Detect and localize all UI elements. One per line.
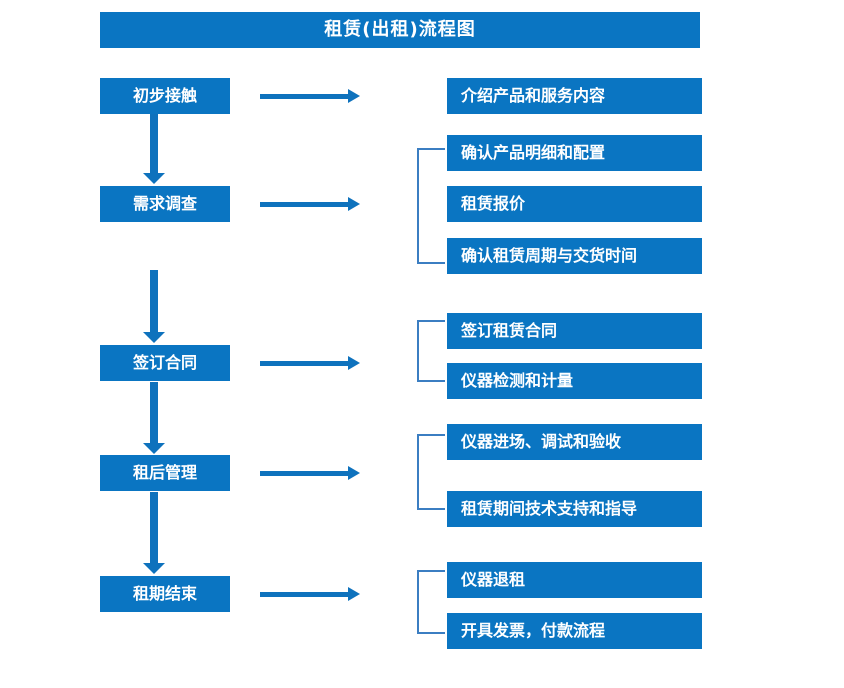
vertical-flow-arrow bbox=[143, 382, 165, 454]
detail-box[interactable]: 仪器检测和计量 bbox=[447, 363, 702, 399]
stage-box[interactable]: 初步接触 bbox=[100, 78, 230, 114]
detail-box[interactable]: 租赁期间技术支持和指导 bbox=[447, 491, 702, 527]
stage-box-label: 需求调查 bbox=[132, 194, 197, 213]
detail-box-label: 租赁报价 bbox=[461, 194, 526, 213]
detail-box-label: 仪器检测和计量 bbox=[461, 371, 574, 390]
stage-box[interactable]: 签订合同 bbox=[100, 345, 230, 381]
arrow-shaft bbox=[260, 361, 348, 366]
horizontal-flow-arrow bbox=[260, 89, 360, 103]
detail-box-label: 仪器进场、调试和验收 bbox=[461, 432, 622, 451]
arrow-shaft bbox=[150, 270, 158, 332]
detail-box-label: 介绍产品和服务内容 bbox=[461, 86, 606, 105]
vertical-flow-arrow bbox=[143, 114, 165, 184]
horizontal-flow-arrow bbox=[260, 356, 360, 370]
detail-box-label: 确认租赁周期与交货时间 bbox=[461, 246, 638, 265]
arrow-head-icon bbox=[348, 466, 360, 480]
detail-box[interactable]: 租赁报价 bbox=[447, 186, 702, 222]
arrow-shaft bbox=[150, 382, 158, 443]
horizontal-flow-arrow bbox=[260, 466, 360, 480]
arrow-head-icon bbox=[348, 356, 360, 370]
page-title: 租赁(出租)流程图 bbox=[324, 19, 476, 40]
stage-box[interactable]: 租后管理 bbox=[100, 455, 230, 491]
stage-box-label: 签订合同 bbox=[132, 353, 197, 372]
arrow-head-icon bbox=[143, 332, 165, 343]
group-bracket bbox=[417, 320, 445, 382]
arrow-shaft bbox=[260, 94, 348, 99]
arrow-shaft bbox=[260, 471, 348, 476]
horizontal-flow-arrow bbox=[260, 587, 360, 601]
group-bracket bbox=[417, 148, 445, 264]
arrow-head-icon bbox=[143, 563, 165, 574]
arrow-head-icon bbox=[348, 587, 360, 601]
arrow-head-icon bbox=[143, 443, 165, 454]
stage-box[interactable]: 租期结束 bbox=[100, 576, 230, 612]
detail-box[interactable]: 开具发票，付款流程 bbox=[447, 613, 702, 649]
detail-box[interactable]: 仪器退租 bbox=[447, 562, 702, 598]
arrow-shaft bbox=[260, 202, 348, 207]
detail-box[interactable]: 确认租赁周期与交货时间 bbox=[447, 238, 702, 274]
detail-box[interactable]: 签订租赁合同 bbox=[447, 313, 702, 349]
arrow-shaft bbox=[150, 492, 158, 563]
group-bracket bbox=[417, 434, 445, 510]
arrow-head-icon bbox=[348, 89, 360, 103]
vertical-flow-arrow bbox=[143, 492, 165, 574]
detail-box[interactable]: 仪器进场、调试和验收 bbox=[447, 424, 702, 460]
detail-box[interactable]: 介绍产品和服务内容 bbox=[447, 78, 702, 114]
stage-box-label: 租期结束 bbox=[132, 584, 197, 603]
vertical-flow-arrow bbox=[143, 270, 165, 343]
stage-box[interactable]: 需求调查 bbox=[100, 186, 230, 222]
horizontal-flow-arrow bbox=[260, 197, 360, 211]
detail-box-label: 签订租赁合同 bbox=[461, 321, 558, 340]
chart-title-bar: 租赁(出租)流程图 bbox=[100, 12, 700, 48]
detail-box-label: 租赁期间技术支持和指导 bbox=[461, 499, 638, 518]
arrow-shaft bbox=[260, 592, 348, 597]
stage-box-label: 租后管理 bbox=[132, 463, 197, 482]
arrow-shaft bbox=[150, 114, 158, 173]
stage-box-label: 初步接触 bbox=[132, 86, 197, 105]
detail-box[interactable]: 确认产品明细和配置 bbox=[447, 135, 702, 171]
arrow-head-icon bbox=[143, 173, 165, 184]
arrow-head-icon bbox=[348, 197, 360, 211]
detail-box-label: 开具发票，付款流程 bbox=[461, 621, 606, 640]
detail-box-label: 确认产品明细和配置 bbox=[461, 143, 606, 162]
group-bracket bbox=[417, 570, 445, 634]
detail-box-label: 仪器退租 bbox=[461, 570, 526, 589]
